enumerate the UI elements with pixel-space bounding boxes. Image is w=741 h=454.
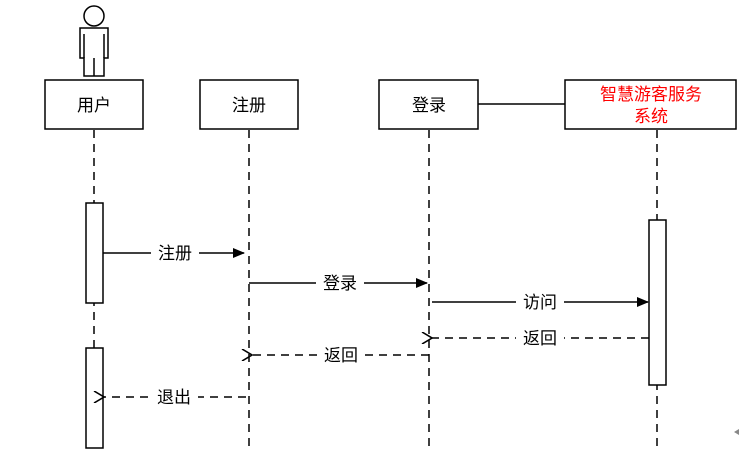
user-actor-icon	[79, 5, 109, 77]
activation-user-2	[85, 347, 104, 449]
message-exit-label: 退出	[157, 388, 191, 408]
participant-box-login	[378, 79, 479, 130]
message-return-1-label: 返回	[523, 329, 557, 349]
participant-box-register	[199, 79, 299, 130]
message-return-2-label: 返回	[324, 346, 358, 366]
corner-marker-icon	[734, 429, 739, 435]
participant-label-user: 用户	[77, 96, 111, 116]
participant-label-register: 注册	[232, 96, 266, 116]
message-login-label: 登录	[323, 274, 357, 294]
participant-label-system-line1: 智慧游客服务	[600, 85, 702, 105]
message-access-label: 访问	[523, 293, 557, 313]
message-register-label: 注册	[158, 244, 192, 264]
activation-system	[648, 219, 667, 386]
participant-box-system	[564, 79, 737, 130]
participant-label-system-line2: 系统	[634, 107, 668, 127]
participant-box-user	[44, 79, 144, 130]
participant-label-login: 登录	[412, 96, 446, 116]
activation-user-1	[85, 202, 104, 304]
